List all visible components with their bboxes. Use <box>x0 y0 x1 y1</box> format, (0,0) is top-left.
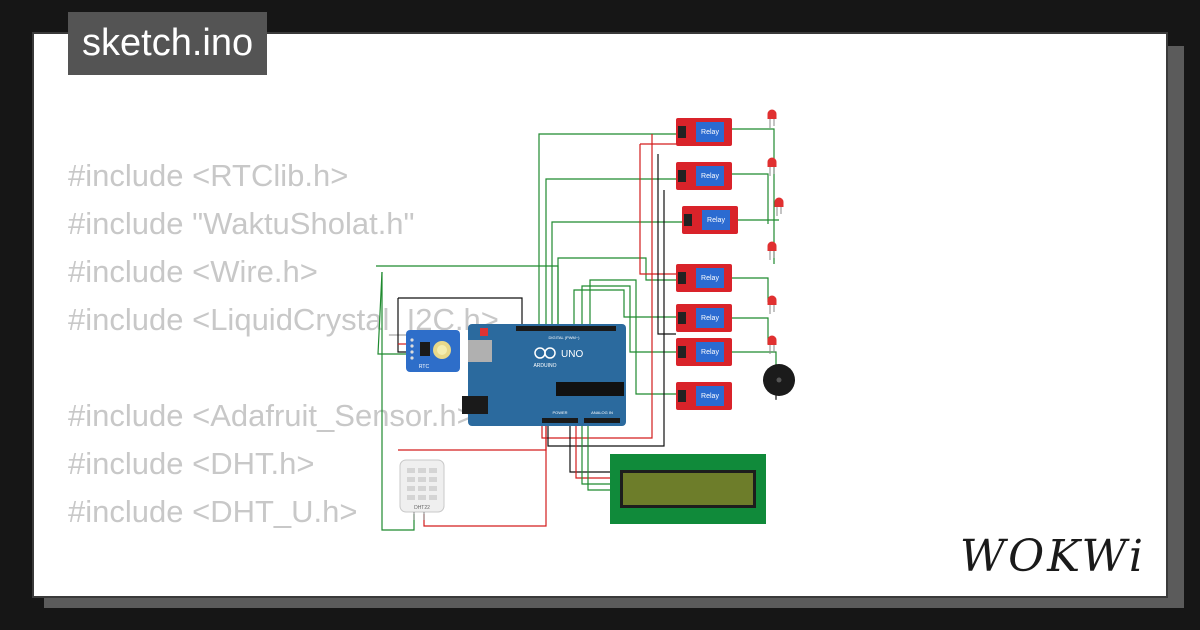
relay-label: Relay <box>701 173 719 180</box>
led[interactable] <box>774 197 784 217</box>
relay-module[interactable]: Relay <box>676 118 732 146</box>
led[interactable] <box>767 157 777 177</box>
lcd-display[interactable] <box>610 454 766 524</box>
wire <box>575 426 610 479</box>
wire <box>541 134 653 439</box>
relay-pins <box>678 170 686 182</box>
wire <box>732 277 769 302</box>
wire <box>551 221 682 324</box>
wire <box>545 178 676 324</box>
rtc-battery-cap <box>437 345 447 355</box>
atmega-chip <box>556 382 624 396</box>
code-line: #include <DHT_U.h> <box>68 494 358 529</box>
relay-label: Relay <box>701 275 719 282</box>
wire <box>377 271 412 355</box>
wire <box>569 426 610 473</box>
digital-header <box>516 326 616 331</box>
relay-coil <box>696 342 724 362</box>
dht-grille <box>407 468 437 500</box>
arduino-infinity-icon <box>544 347 556 359</box>
dht-label: DHT22 <box>414 505 430 511</box>
led[interactable] <box>767 295 777 315</box>
relay-pins <box>678 346 686 358</box>
power-jack <box>462 396 488 414</box>
relay-coil <box>696 166 724 186</box>
wire <box>376 265 559 324</box>
relay-label: Relay <box>707 217 725 224</box>
wire <box>657 154 676 335</box>
arduino-brand: ARDUINO <box>533 363 556 369</box>
relay-module[interactable]: Relay <box>676 264 732 292</box>
relay-coil <box>696 386 724 406</box>
rtc-label: RTC <box>419 364 430 370</box>
code-line: #include <Wire.h> <box>68 254 318 289</box>
code-line: #include <DHT.h> <box>68 446 315 481</box>
digital-label: DIGITAL (PWM~) <box>549 335 581 340</box>
led[interactable] <box>767 109 777 129</box>
led[interactable] <box>767 335 777 355</box>
rtc-chip <box>420 342 430 356</box>
relay-pins <box>678 312 686 324</box>
leds <box>767 109 784 355</box>
code-line: #include <RTClib.h> <box>68 158 349 193</box>
relay-module[interactable]: Relay <box>682 206 738 234</box>
power-label: POWER <box>552 410 567 415</box>
code-background: #include <RTClib.h> #include "WaktuSholat… <box>68 152 499 596</box>
circuit-diagram: Relay Relay Relay Relay <box>376 109 795 531</box>
relay-module[interactable]: Relay <box>676 162 732 190</box>
preview-card: #include <RTClib.h> #include "WaktuSholat… <box>34 34 1166 596</box>
relay-module[interactable]: Relay <box>676 338 732 366</box>
wire <box>573 289 676 324</box>
relay-module[interactable]: Relay <box>676 304 732 332</box>
rtc-board <box>406 330 460 372</box>
code-line: #include "WaktuSholat.h" <box>68 206 415 241</box>
relay-module[interactable]: Relay <box>676 382 732 410</box>
wire <box>732 128 775 264</box>
buzzer[interactable] <box>763 364 795 400</box>
wire <box>732 317 769 344</box>
wire <box>589 279 676 395</box>
wire <box>547 190 665 447</box>
code-line: #include <Adafruit_Sensor.h> <box>68 398 475 433</box>
arduino-board <box>468 324 626 426</box>
analog-label: ANALOG IN <box>591 410 613 415</box>
relay-label: Relay <box>701 129 719 136</box>
reset-button[interactable] <box>480 328 488 336</box>
wire <box>538 133 676 324</box>
rtc-module[interactable]: RTC <box>406 330 460 372</box>
relay-coil <box>696 268 724 288</box>
analog-header <box>584 418 620 423</box>
relay-coil <box>696 308 724 328</box>
led[interactable] <box>767 241 777 261</box>
relay-pins <box>684 214 692 226</box>
wire <box>381 272 415 531</box>
arduino-uno[interactable]: ARDUINO UNO DIGITAL (PWM~) POWER ANALOG … <box>462 324 626 426</box>
code-line: #define POMPA_PIN 2 <box>68 584 499 596</box>
power-header <box>542 418 578 423</box>
wire <box>587 426 610 491</box>
relay-modules: Relay Relay Relay Relay <box>676 118 738 410</box>
dht22-sensor[interactable]: DHT22 <box>399 459 445 520</box>
relay-coil <box>702 210 730 230</box>
wire <box>398 426 547 451</box>
wire <box>581 426 610 485</box>
wokwi-logo: WOKWi <box>959 531 1146 582</box>
relay-label: Relay <box>701 349 719 356</box>
usb-port <box>468 340 492 362</box>
relay-label: Relay <box>701 315 719 322</box>
wire <box>732 173 769 224</box>
wire <box>398 297 523 324</box>
relay-pins <box>678 126 686 138</box>
relay-coil <box>696 122 724 142</box>
lcd-screen <box>623 473 753 505</box>
arduino-model: UNO <box>561 349 583 360</box>
relay-label: Relay <box>701 393 719 400</box>
wires <box>376 128 779 531</box>
relay-pins <box>678 272 686 284</box>
wire <box>581 285 676 353</box>
file-name-tab: sketch.ino <box>68 12 268 75</box>
relay-pins <box>678 390 686 402</box>
